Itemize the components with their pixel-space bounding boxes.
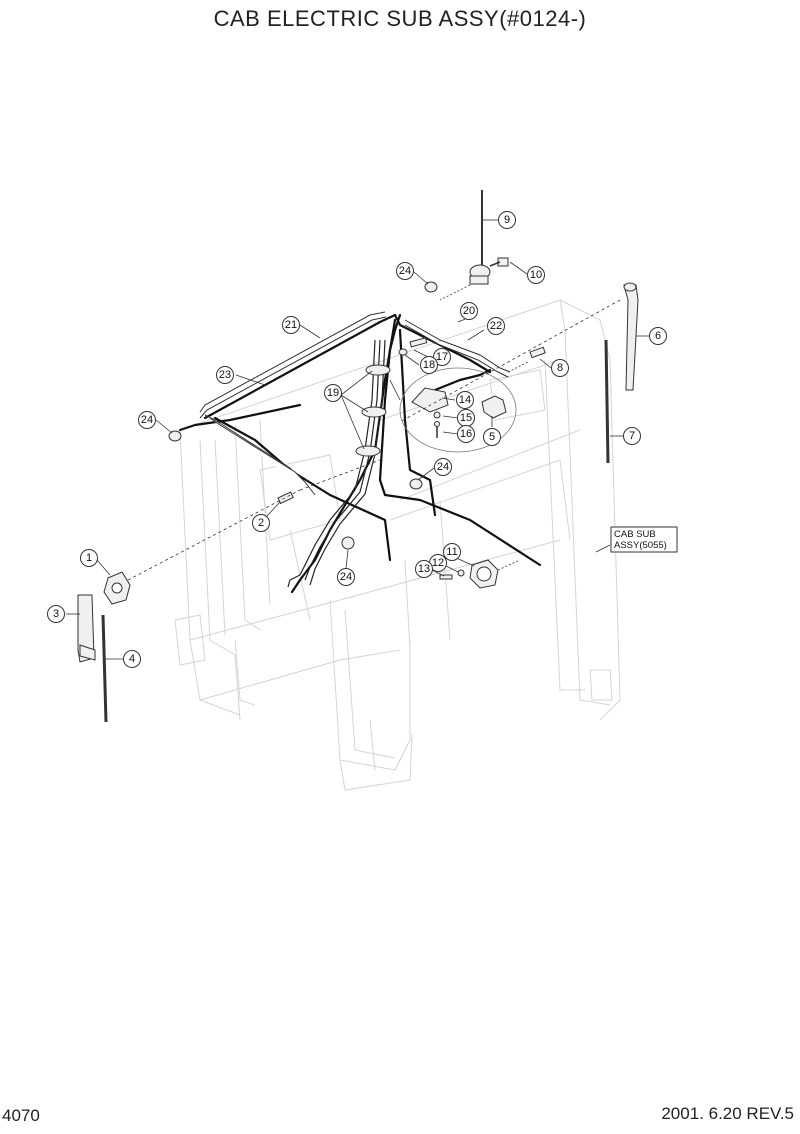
svg-text:21: 21 xyxy=(285,319,297,331)
callout-18: 18 xyxy=(420,356,438,374)
revision-date: 2001. 6.20 REV.5 xyxy=(661,1104,794,1123)
svg-text:24: 24 xyxy=(141,414,153,426)
callout-20: 20 xyxy=(460,302,478,320)
svg-text:14: 14 xyxy=(459,394,471,406)
left-assembly xyxy=(77,459,381,723)
callout-23: 23 xyxy=(216,366,234,384)
callout-10: 10 xyxy=(527,266,545,284)
svg-text:3: 3 xyxy=(53,608,59,620)
svg-text:7: 7 xyxy=(629,430,635,442)
cab-sub-assy-note: CAB SUB ASSY(5055) xyxy=(610,526,678,553)
svg-text:24: 24 xyxy=(399,265,411,277)
callout-5: 5 xyxy=(483,428,501,446)
svg-text:15: 15 xyxy=(460,412,472,424)
callout-19: 19 xyxy=(324,384,342,402)
dome-lamp-inset xyxy=(389,367,517,453)
bolt-and-washer xyxy=(398,337,428,356)
svg-text:9: 9 xyxy=(504,214,510,226)
harness-clamps xyxy=(355,364,391,457)
page-number: 4070 xyxy=(2,1106,40,1125)
svg-text:20: 20 xyxy=(463,305,475,317)
svg-text:6: 6 xyxy=(655,330,661,342)
svg-text:24: 24 xyxy=(437,461,449,473)
svg-text:11: 11 xyxy=(446,546,457,558)
grommets xyxy=(168,281,438,550)
svg-text:10: 10 xyxy=(530,269,542,281)
svg-text:2: 2 xyxy=(258,517,264,529)
svg-text:22: 22 xyxy=(490,320,502,332)
callout-11: 11 xyxy=(443,543,461,561)
svg-text:16: 16 xyxy=(460,428,472,440)
callout-14: 14 xyxy=(456,391,474,409)
callout-6: 6 xyxy=(649,327,667,345)
callout-24-bottom: 24 xyxy=(337,568,355,586)
svg-text:24: 24 xyxy=(340,571,352,583)
page-title: CAB ELECTRIC SUB ASSY(#0124-) xyxy=(213,6,587,31)
bracket-6-and-rod-7 xyxy=(399,282,639,464)
callout-9: 9 xyxy=(498,211,516,229)
callout-1: 1 xyxy=(80,549,98,567)
callout-15: 15 xyxy=(457,409,475,427)
cab-frame-ghost xyxy=(174,299,621,791)
callout-22: 22 xyxy=(487,317,505,335)
callout-2: 2 xyxy=(252,514,270,532)
callout-7: 7 xyxy=(623,427,641,445)
wiring-harness xyxy=(178,311,542,594)
svg-text:ASSY(5055): ASSY(5055) xyxy=(614,540,667,551)
svg-text:17: 17 xyxy=(436,351,448,363)
svg-text:1: 1 xyxy=(86,552,92,564)
callout-8: 8 xyxy=(551,359,569,377)
callout-24-center: 24 xyxy=(434,458,452,476)
speaker-assembly xyxy=(439,559,521,589)
callout-3: 3 xyxy=(47,605,65,623)
svg-text:CAB SUB: CAB SUB xyxy=(614,529,656,540)
callout-13: 13 xyxy=(415,560,433,578)
svg-text:12: 12 xyxy=(432,557,444,569)
svg-text:8: 8 xyxy=(557,362,563,374)
svg-text:13: 13 xyxy=(418,563,430,575)
connector-8 xyxy=(507,346,546,373)
svg-text:19: 19 xyxy=(327,387,339,399)
callout-21: 21 xyxy=(282,316,300,334)
callout-24-top: 24 xyxy=(396,262,414,280)
svg-text:18: 18 xyxy=(423,359,435,371)
leader-lines xyxy=(66,219,649,660)
callout-24-left: 24 xyxy=(138,411,156,429)
svg-text:23: 23 xyxy=(219,369,231,381)
svg-text:4: 4 xyxy=(129,653,135,665)
callout-17: 17 xyxy=(433,348,451,366)
callout-4: 4 xyxy=(123,650,141,668)
svg-text:5: 5 xyxy=(489,431,495,443)
callout-16: 16 xyxy=(457,425,475,443)
antenna-assembly xyxy=(439,190,509,301)
